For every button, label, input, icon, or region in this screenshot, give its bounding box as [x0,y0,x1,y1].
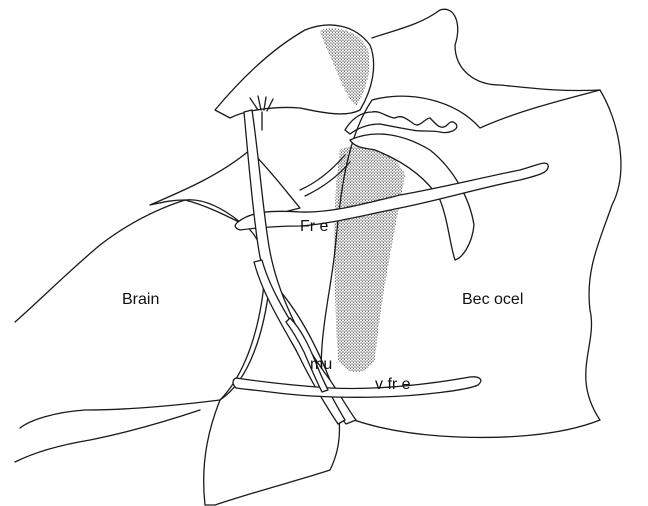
ventral-frontal-nerve [233,377,481,397]
label-v-fr-e: v fr e [375,377,411,393]
central-shaded-band [334,146,405,372]
label-brain: Brain [122,292,159,308]
label-bec-ocel: Bec ocel [462,292,523,308]
top-right-outline [372,9,600,90]
label-fr-e: Fr e [300,219,328,235]
top-hood-dark [320,28,369,106]
brain-outline [15,200,264,428]
serrated-ridge [345,112,457,134]
label-mu: mu [310,357,332,373]
